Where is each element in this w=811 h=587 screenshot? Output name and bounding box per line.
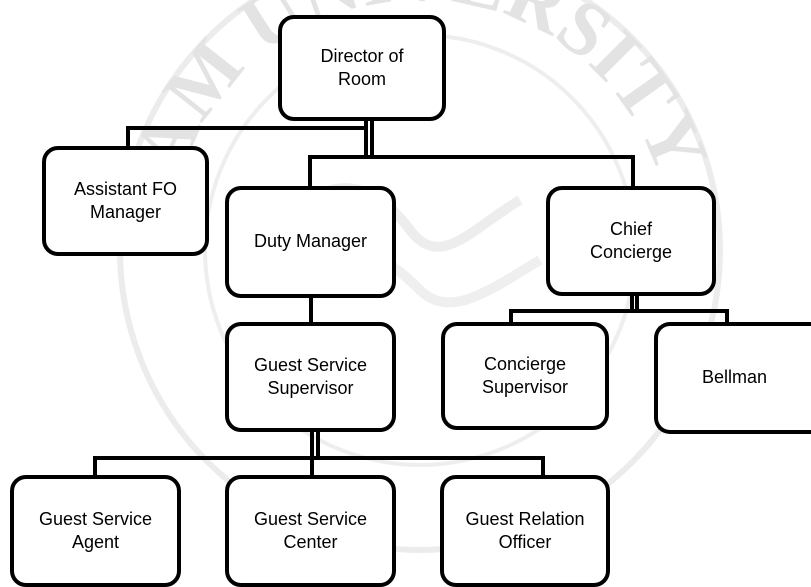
connector-assistant-fo — [126, 126, 368, 148]
node-guest-service-center: Guest Service Center — [225, 475, 396, 587]
node-label: Concierge Supervisor — [481, 353, 569, 397]
node-label: Guest Service Supervisor — [253, 354, 368, 398]
node-assistant-fo-manager: Assistant FO Manager — [42, 146, 209, 256]
node-label: Bellman — [701, 367, 768, 388]
node-label: Guest Service Agent — [38, 508, 153, 552]
node-label: Guest Relation Officer — [465, 508, 585, 552]
node-guest-service-agent: Guest Service Agent — [10, 475, 181, 587]
node-label: Assistant FO Manager — [73, 178, 178, 222]
connector-director-trunk — [364, 116, 374, 159]
connector-gss-down — [310, 427, 320, 460]
node-label: Guest Service Center — [253, 508, 368, 552]
node-guest-service-supervisor: Guest Service Supervisor — [225, 322, 396, 432]
connector-chief-down — [630, 292, 639, 313]
node-chief-concierge: Chief Concierge — [546, 186, 716, 296]
node-duty-manager: Duty Manager — [225, 186, 396, 298]
node-guest-relation-officer: Guest Relation Officer — [440, 475, 610, 587]
node-concierge-supervisor: Concierge Supervisor — [441, 322, 609, 430]
node-label: Duty Manager — [253, 231, 368, 252]
node-label: Chief Concierge — [589, 218, 673, 262]
node-label: Director of Room — [320, 45, 404, 89]
node-bellman: Bellman — [654, 322, 811, 434]
node-director-of-room: Director of Room — [278, 15, 446, 121]
